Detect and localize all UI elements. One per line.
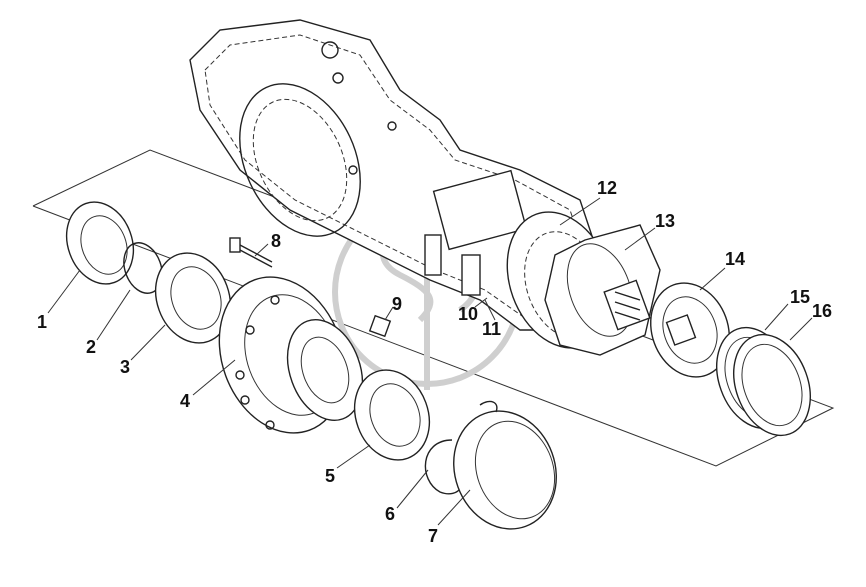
- callout-12: 12: [597, 178, 618, 198]
- part-4-hub: [218, 276, 364, 434]
- callout-4: 4: [180, 391, 191, 411]
- callout-14: 14: [725, 249, 746, 269]
- part-2-snap-ring: [123, 242, 163, 294]
- callout-6: 6: [385, 504, 396, 524]
- part-9-nut: [368, 314, 392, 338]
- callout-9: 9: [392, 294, 403, 314]
- axle-housing: [189, 19, 601, 331]
- part-14-spline: [603, 279, 731, 378]
- callout-10: 10: [458, 304, 479, 324]
- part-8-bolt: [229, 237, 273, 268]
- part-5-bearing: [353, 369, 431, 461]
- callout-15: 15: [790, 287, 811, 307]
- parts-15-16-rings: [716, 326, 811, 437]
- part-7-ring-gear: [453, 400, 557, 530]
- leader-lines: [47, 197, 813, 526]
- callout-13: 13: [655, 211, 676, 231]
- callout-5: 5: [325, 466, 336, 486]
- part-3-bearing: [154, 252, 232, 344]
- callout-7: 7: [428, 526, 439, 546]
- callout-8: 8: [271, 231, 282, 251]
- part-1-seal: [65, 201, 135, 285]
- callout-11: 11: [482, 319, 502, 339]
- callout-1: 1: [37, 312, 48, 332]
- callout-2: 2: [86, 337, 97, 357]
- base-plane: [32, 149, 835, 467]
- callout-3: 3: [120, 357, 131, 377]
- callout-16: 16: [812, 301, 833, 321]
